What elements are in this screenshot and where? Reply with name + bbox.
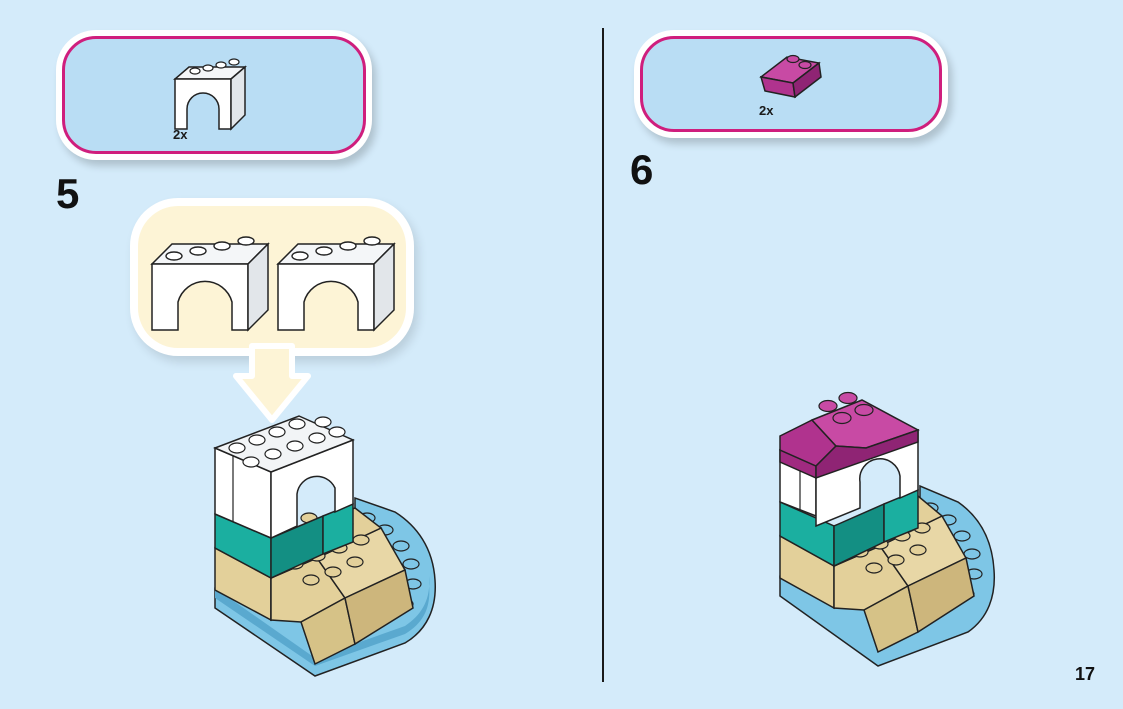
step6-part-quantity: 2x bbox=[759, 103, 774, 118]
step6-parts-box: 2x bbox=[640, 36, 942, 132]
step6-model bbox=[779, 391, 996, 667]
down-arrow-icon bbox=[233, 343, 311, 423]
callout-arches bbox=[150, 236, 396, 332]
magenta-slope-brick-part bbox=[759, 54, 822, 99]
step5-parts-box: 2x bbox=[62, 36, 366, 154]
step5-number: 5 bbox=[56, 170, 80, 217]
step5-model bbox=[213, 415, 436, 677]
page-number: 17 bbox=[1074, 664, 1095, 684]
step6-number: 6 bbox=[630, 146, 654, 193]
page-divider bbox=[602, 28, 604, 682]
white-arch-brick-part bbox=[172, 58, 248, 131]
step5-callout bbox=[138, 206, 406, 348]
step5-part-quantity: 2x bbox=[173, 127, 188, 142]
